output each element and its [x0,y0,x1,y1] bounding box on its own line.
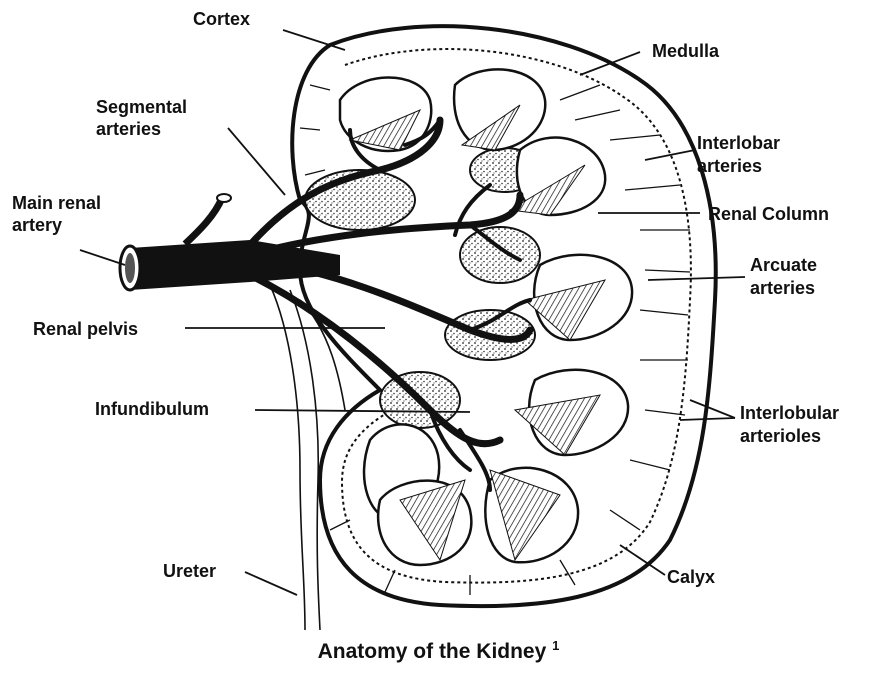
label-medulla: Medulla [652,40,719,62]
label-main-renal-artery-1: Main renal [12,192,101,214]
label-renal-column: Renal Column [708,203,829,225]
upper-branch [185,198,222,244]
label-renal-pelvis: Renal pelvis [33,318,138,340]
label-ureter: Ureter [163,560,216,582]
caption-footnote: 1 [552,638,559,653]
label-interlobular-arterioles-1: Interlobular [740,402,839,424]
label-segmental-arteries-2: arteries [96,118,161,140]
label-interlobular-arterioles-2: arterioles [740,425,821,447]
label-interlobar-arteries-1: Interlobar [697,132,780,154]
renal-column-1 [305,170,415,230]
label-infundibulum: Infundibulum [95,398,209,420]
label-segmental-arteries-1: Segmental [96,96,187,118]
label-cortex: Cortex [193,8,250,30]
label-calyx: Calyx [667,566,715,588]
caption-title: Anatomy of the Kidney [318,640,547,663]
label-arcuate-arteries-2: arteries [750,277,815,299]
label-interlobar-arteries-2: arteries [697,155,762,177]
figure-caption: Anatomy of the Kidney 1 [0,638,877,664]
label-main-renal-artery-2: artery [12,214,62,236]
label-arcuate-arteries-1: Arcuate [750,254,817,276]
renal-column-2 [460,227,540,283]
